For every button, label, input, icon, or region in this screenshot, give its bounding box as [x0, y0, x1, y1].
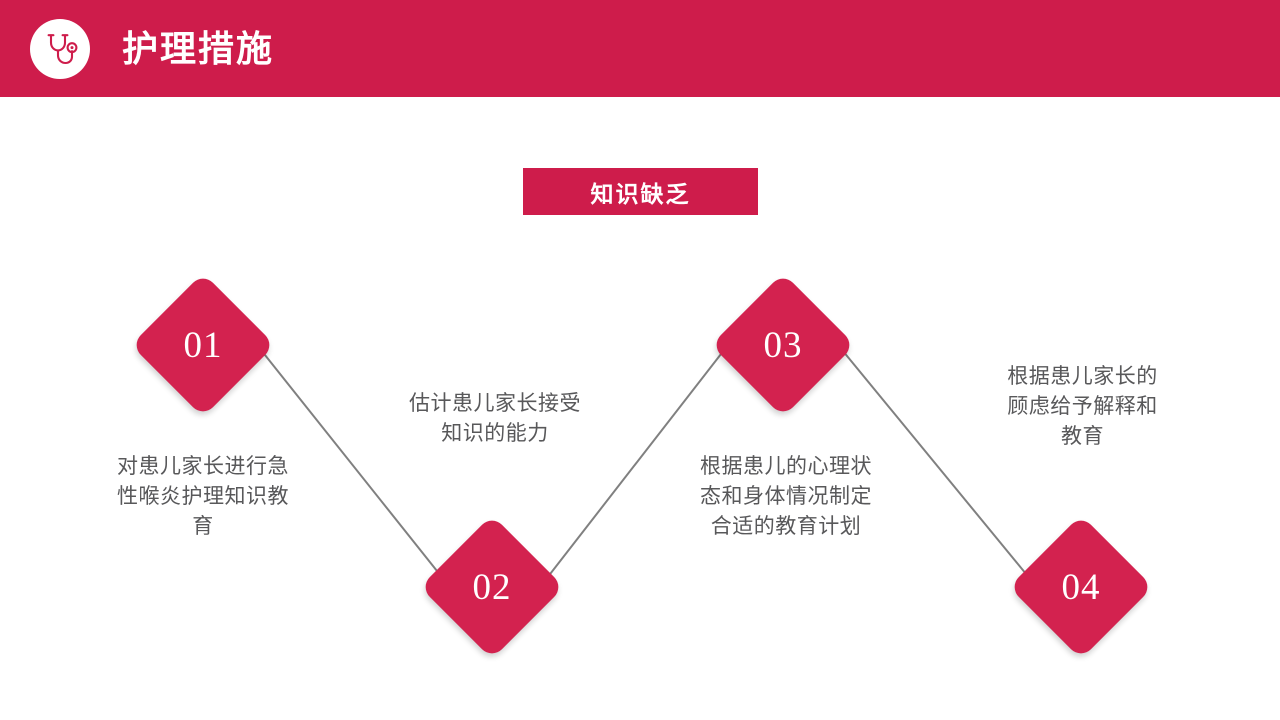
stethoscope-icon: [40, 29, 80, 69]
node-number: 02: [472, 566, 512, 608]
diagram-node-04[interactable]: 04: [1008, 514, 1154, 660]
node-text-04: 根据患儿家长的顾虑给予解释和教育: [1007, 364, 1158, 448]
page-header: 护理措施: [0, 0, 1280, 97]
node-number: 04: [1061, 566, 1101, 608]
section-banner: 知识缺乏: [523, 168, 758, 215]
node-text-02: 估计患儿家长接受知识的能力: [409, 391, 581, 445]
section-banner-label: 知识缺乏: [590, 181, 691, 207]
node-text-03: 根据患儿的心理状态和身体情况制定合适的教育计划: [700, 454, 872, 538]
node-number: 01: [183, 324, 223, 366]
page-title: 护理措施: [122, 27, 275, 69]
header-logo: [30, 18, 90, 79]
diagram-node-03[interactable]: 03: [710, 272, 856, 418]
diagram-node-01[interactable]: 01: [130, 272, 276, 418]
diagram-node-02[interactable]: 02: [419, 514, 565, 660]
node-text-01: 对患儿家长进行急性喉炎护理知识教育: [117, 454, 289, 538]
node-number: 03: [763, 324, 803, 366]
